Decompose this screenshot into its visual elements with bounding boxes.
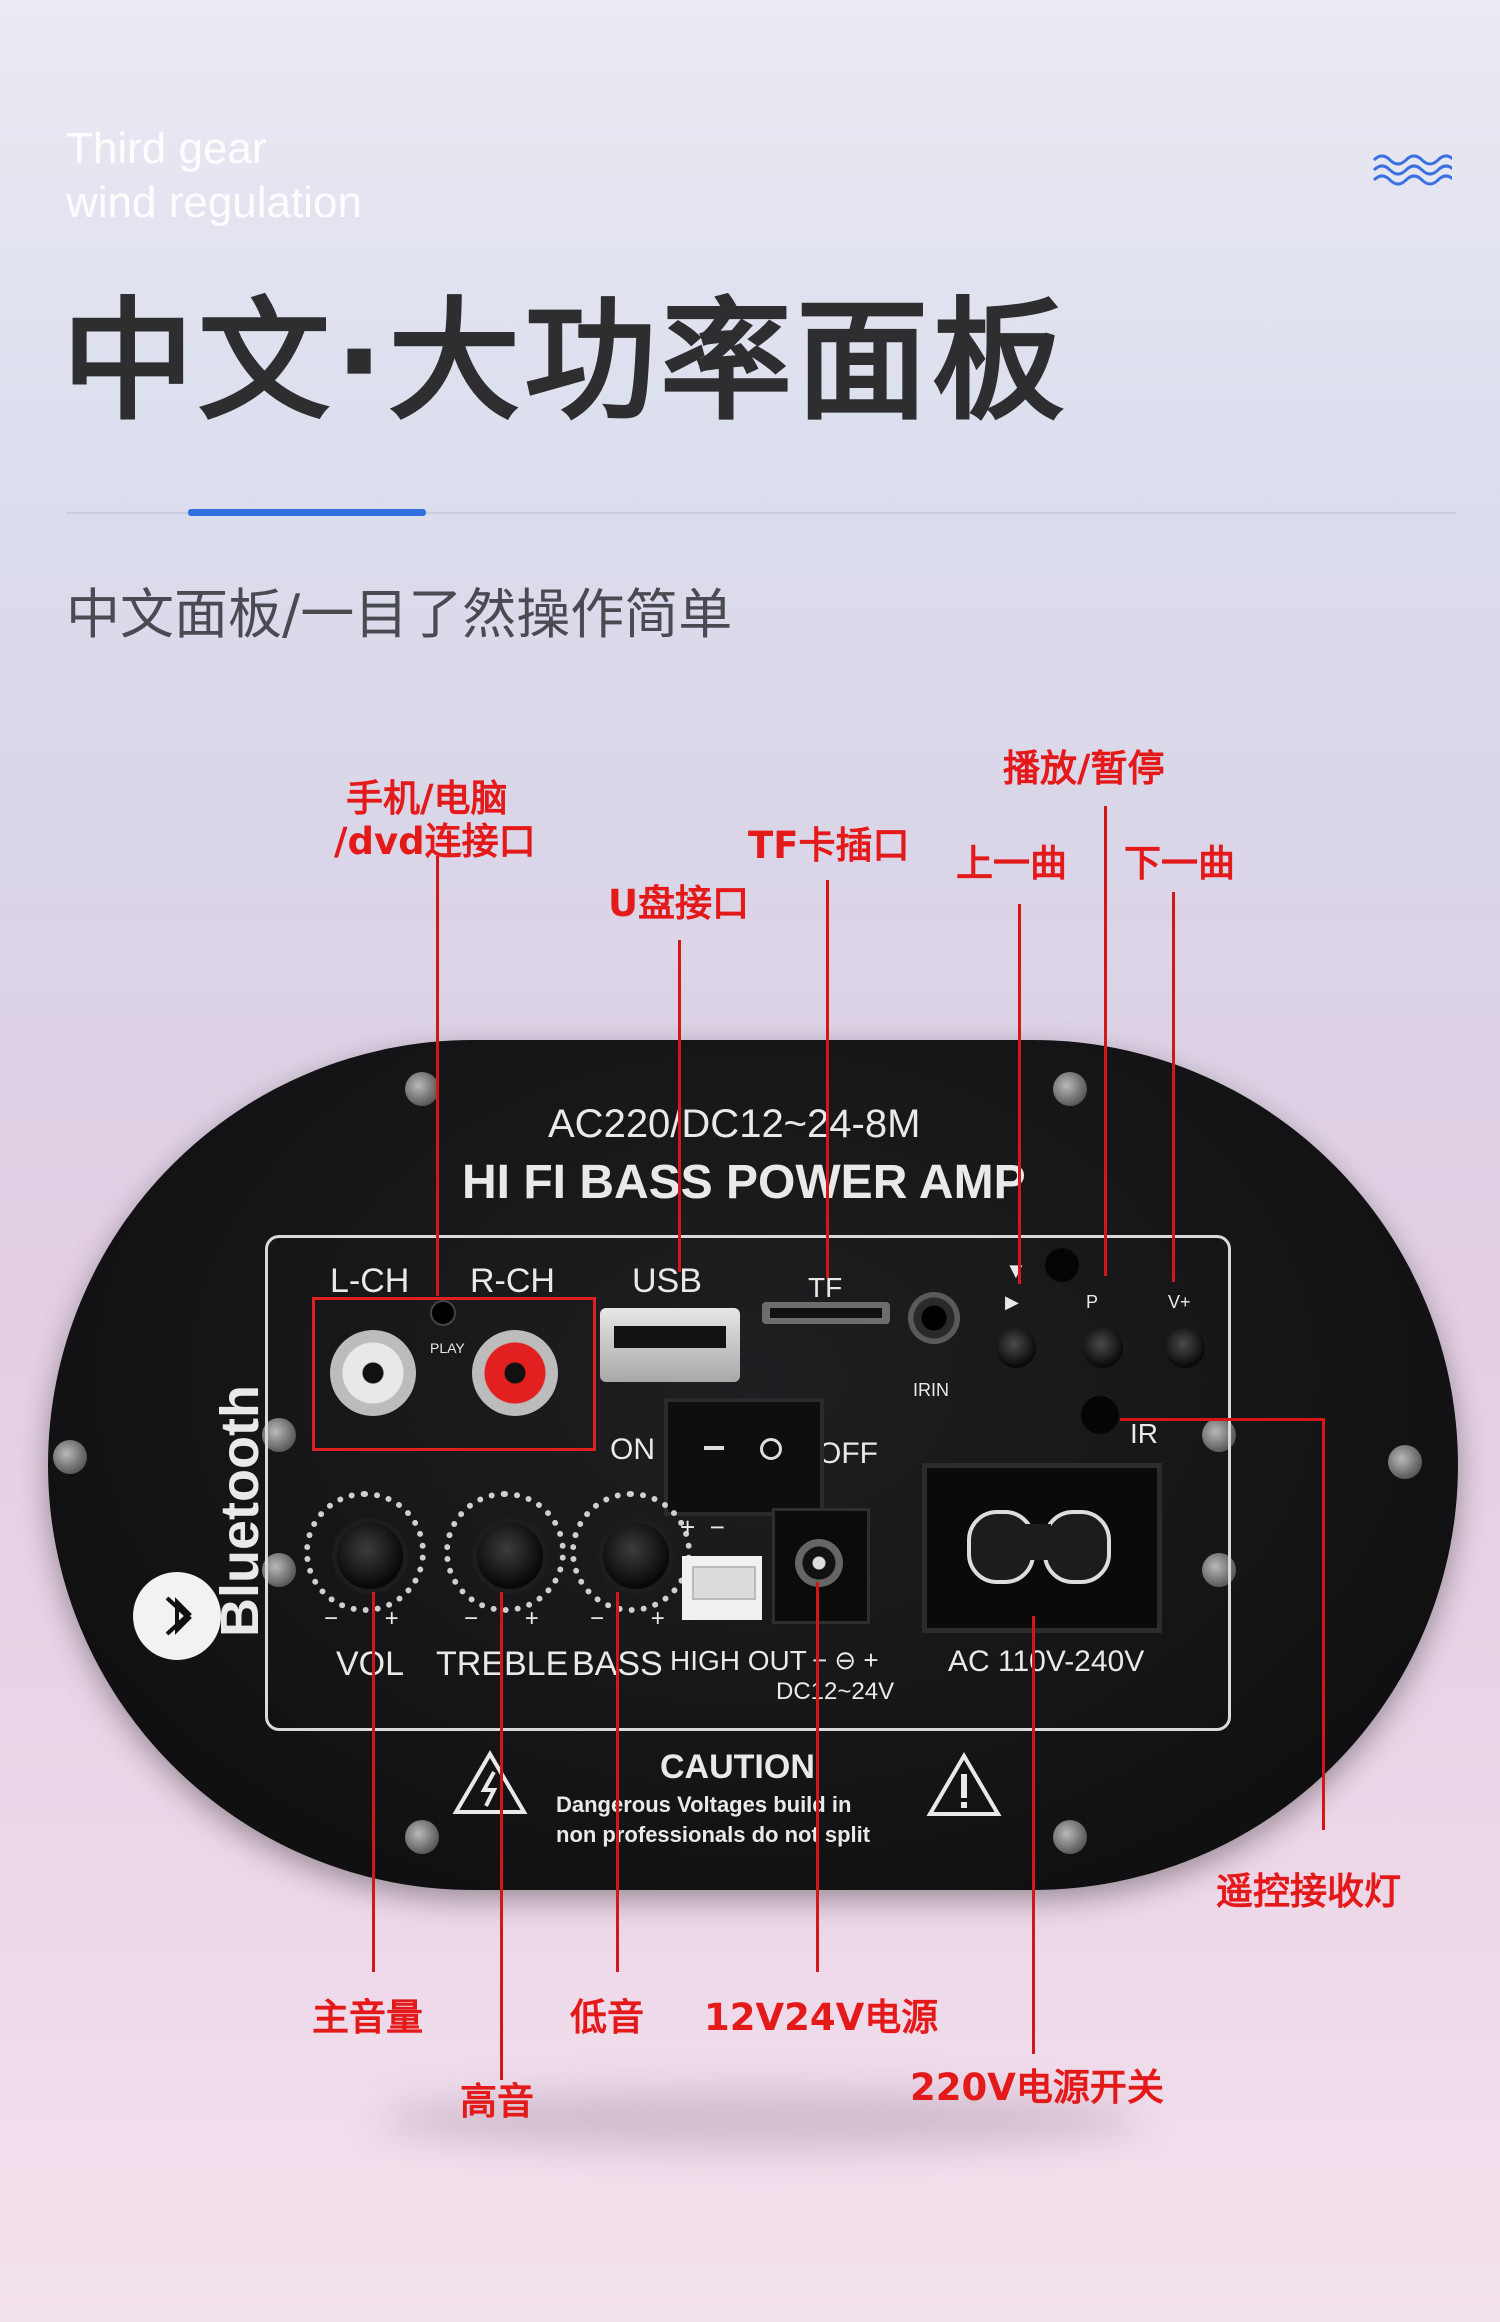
high-out-polarity: + − <box>680 1512 725 1542</box>
screw-icon <box>1053 1820 1087 1854</box>
bass-minus-plus: − + <box>590 1605 665 1632</box>
audio-input-highlight <box>312 1297 596 1451</box>
bluetooth-icon <box>133 1572 221 1660</box>
dc-power-jack[interactable] <box>772 1508 870 1624</box>
callout-line <box>372 1592 375 1972</box>
treble-scale <box>444 1491 566 1613</box>
bass-knob[interactable] <box>598 1518 674 1594</box>
callout-play-pause: 播放/暂停 <box>1003 747 1165 790</box>
play-mark-icon: P <box>1086 1292 1099 1312</box>
tf-label: TF <box>808 1272 843 1303</box>
callout-line <box>1322 1418 1325 1830</box>
rca-right-jack[interactable] <box>472 1330 558 1416</box>
callout-line <box>500 1592 503 2080</box>
product-name: HI FI BASS POWER AMP <box>462 1156 1026 1209</box>
irin-label: IRIN <box>913 1380 949 1400</box>
screw-icon <box>1053 1072 1087 1106</box>
model-label: AC220/DC12~24-8M <box>548 1102 921 1146</box>
next-mark-icon: V+ <box>1168 1292 1191 1312</box>
callout-line <box>1018 904 1021 1284</box>
prev-mark-icon: ▶ <box>1005 1292 1019 1312</box>
ir-receiver-led <box>1081 1396 1119 1434</box>
callout-phone-pc-line1: 手机/电脑 <box>346 777 508 820</box>
vol-minus-plus: − + <box>324 1605 399 1632</box>
play-led-label: PLAY <box>430 1340 465 1356</box>
tf-card-slot[interactable] <box>762 1302 890 1324</box>
next-track-button[interactable] <box>1165 1328 1205 1368</box>
waves-icon <box>1372 154 1452 186</box>
rca-left-jack[interactable] <box>330 1330 416 1416</box>
lch-label: L-CH <box>330 1262 410 1300</box>
indicator-hole <box>1045 1248 1079 1282</box>
ir-input-jack[interactable] <box>908 1292 960 1344</box>
ir-label: IR <box>1130 1418 1158 1449</box>
usb-port[interactable] <box>600 1308 740 1382</box>
callout-line <box>1032 1616 1035 2054</box>
off-label: OFF <box>818 1437 878 1470</box>
callout-ac-switch: 220V电源开关 <box>910 2066 1164 2109</box>
callout-dc-power: 12V24V电源 <box>704 1996 939 2039</box>
callout-line <box>436 856 439 1296</box>
vol-label: VOL <box>336 1645 405 1683</box>
callout-line <box>1120 1418 1324 1421</box>
divider-line <box>66 512 1456 514</box>
ac-power-inlet[interactable] <box>922 1463 1162 1633</box>
exclamation-warning-icon <box>926 1752 1002 1816</box>
dc-polarity-icon: − ⊖ + <box>812 1645 879 1675</box>
on-label: ON <box>610 1433 655 1466</box>
callout-prev: 上一曲 <box>956 842 1067 885</box>
callout-line <box>1104 806 1107 1276</box>
vol-scale <box>304 1491 426 1613</box>
prev-symbol-icon: ▼ <box>1005 1258 1027 1283</box>
callout-line <box>826 880 829 1278</box>
screw-icon <box>405 1072 439 1106</box>
page-subtitle: 中文面板/一目了然操作简单 <box>66 583 733 646</box>
callout-phone-pc-line2: /dvd连接口 <box>334 820 536 863</box>
prev-track-button[interactable] <box>996 1328 1036 1368</box>
screw-icon <box>53 1440 87 1474</box>
play-led <box>430 1300 456 1326</box>
callout-line <box>816 1582 819 1972</box>
caution-label: CAUTION <box>660 1748 815 1786</box>
rch-label: R-CH <box>470 1262 555 1300</box>
screw-icon <box>1388 1445 1422 1479</box>
high-out-label: HIGH OUT <box>670 1645 807 1676</box>
product-shadow <box>380 2090 1140 2150</box>
warning-line2: non professionals do not split <box>556 1822 871 1847</box>
callout-treble: 高音 <box>460 2080 534 2123</box>
warning-line1: Dangerous Voltages build in <box>556 1792 852 1817</box>
callout-line <box>616 1592 619 1972</box>
callout-remote: 遥控接收灯 <box>1216 1870 1401 1913</box>
high-out-terminal[interactable] <box>682 1556 762 1620</box>
power-switch[interactable] <box>664 1398 824 1516</box>
tagline-line1: Third gear <box>66 124 267 173</box>
callout-bass: 低音 <box>570 1996 644 2039</box>
control-panel-frame <box>265 1235 1231 1731</box>
ac-label: AC 110V-240V <box>948 1645 1145 1678</box>
play-pause-button[interactable] <box>1083 1328 1123 1368</box>
treble-knob[interactable] <box>472 1518 548 1594</box>
tagline-line2: wind regulation <box>66 178 362 227</box>
high-voltage-warning-icon <box>452 1750 528 1814</box>
callout-next: 下一曲 <box>1124 842 1235 885</box>
dc-label: DC12~24V <box>776 1678 895 1705</box>
callout-usb: U盘接口 <box>608 882 750 925</box>
screw-icon <box>405 1820 439 1854</box>
volume-knob[interactable] <box>332 1518 408 1594</box>
page-title: 中文·大功率面板 <box>62 285 1069 439</box>
callout-tf: TF卡插口 <box>748 824 910 867</box>
callout-line <box>1172 892 1175 1282</box>
callout-volume: 主音量 <box>312 1996 423 2039</box>
usb-label: USB <box>632 1262 702 1300</box>
divider-accent <box>188 509 426 516</box>
bass-scale <box>570 1491 692 1613</box>
english-tagline: Third gear wind regulation <box>66 122 362 230</box>
callout-line <box>678 940 681 1272</box>
